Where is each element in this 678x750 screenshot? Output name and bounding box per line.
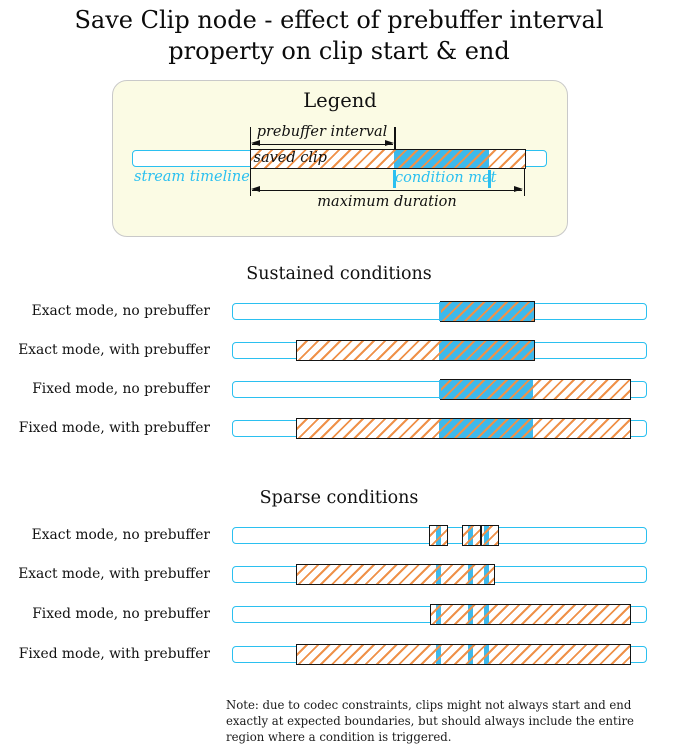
- max-duration-end-tick: [523, 169, 525, 196]
- max-duration-label: maximum duration: [317, 194, 457, 210]
- row-label: Fixed mode, no prebuffer: [32, 606, 210, 622]
- saved-clip: [296, 644, 631, 665]
- hatch-overlay: [431, 605, 630, 624]
- saved-clip: [430, 604, 631, 625]
- page-title-line2: property on clip start & end: [168, 37, 510, 65]
- hatch-overlay: [430, 526, 447, 545]
- hatch-overlay: [297, 565, 494, 584]
- row-label: Fixed mode, with prebuffer: [18, 646, 210, 662]
- footer-note-line3: region where a condition is triggered.: [226, 729, 452, 744]
- hatch-overlay: [297, 645, 630, 664]
- row-label: Exact mode, no prebuffer: [31, 303, 210, 319]
- prebuffer-arrow: [251, 140, 394, 147]
- condition-start-tick: [393, 170, 396, 188]
- saved-clip: [439, 379, 631, 400]
- max-duration-start-tick: [249, 169, 251, 196]
- footer-note-line2: exactly at expected boundaries, but shou…: [226, 713, 634, 728]
- hatch-overlay: [250, 150, 525, 168]
- row-label: Fixed mode, no prebuffer: [32, 381, 210, 397]
- hatch-overlay: [441, 380, 630, 399]
- section-title-sparse: Sparse conditions: [259, 488, 419, 508]
- hatch-overlay: [463, 526, 480, 545]
- row-label: Fixed mode, with prebuffer: [18, 420, 210, 436]
- prebuffer-start-tick: [249, 127, 251, 150]
- prebuffer-interval-label: prebuffer interval: [256, 124, 388, 140]
- row-label: Exact mode, with prebuffer: [18, 342, 210, 358]
- section-title-sustained: Sustained conditions: [246, 264, 432, 284]
- row-label: Exact mode, with prebuffer: [18, 566, 210, 582]
- legend-box: Legend prebuffer interval saved clip str…: [112, 80, 568, 237]
- prebuffer-end-tick: [394, 127, 396, 150]
- stream-timeline-label: stream timeline: [134, 169, 250, 185]
- hatch-overlay: [482, 526, 498, 545]
- footer-note: Note: due to codec constraints, clips mi…: [226, 698, 634, 745]
- saved-clip: [296, 418, 631, 439]
- row-label: Exact mode, no prebuffer: [31, 527, 210, 543]
- saved-clip: saved clip: [249, 149, 526, 169]
- legend-heading: Legend: [303, 89, 377, 112]
- saved-clip: [439, 301, 535, 322]
- saved-clip-label: saved clip: [253, 150, 327, 166]
- saved-clip: [429, 525, 448, 546]
- footer-note-line1: Note: due to codec constraints, clips mi…: [226, 698, 632, 712]
- hatch-overlay: [297, 419, 630, 438]
- saved-clip: [462, 525, 481, 546]
- saved-clip: [296, 340, 535, 361]
- condition-met-label: condition met: [395, 170, 497, 186]
- page-title: Save Clip node - effect of prebuffer int…: [0, 5, 678, 67]
- saved-clip: [481, 525, 499, 546]
- hatch-overlay: [297, 341, 534, 360]
- saved-clip: [296, 564, 495, 585]
- condition-end-tick: [488, 170, 491, 188]
- page-title-line1: Save Clip node - effect of prebuffer int…: [74, 6, 604, 34]
- hatch-overlay: [441, 302, 534, 321]
- max-duration-arrow: [251, 186, 523, 193]
